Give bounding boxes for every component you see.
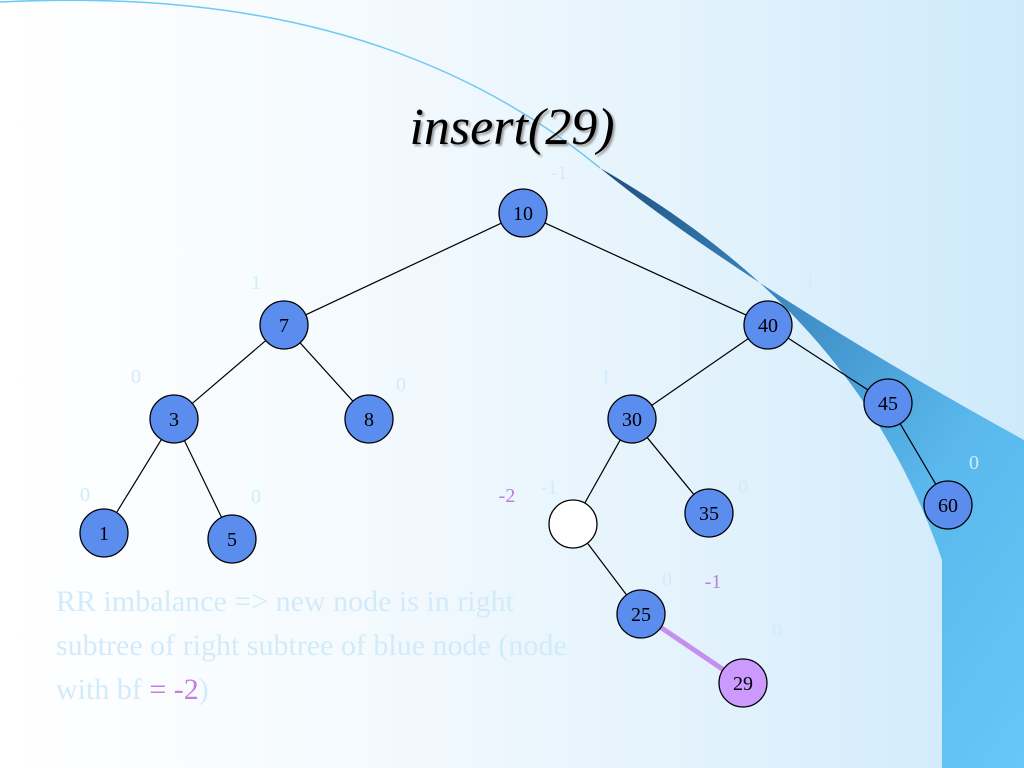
tree-edge bbox=[646, 437, 695, 495]
tree-edge bbox=[305, 222, 502, 316]
node-circle bbox=[718, 658, 768, 708]
node-label: 3 bbox=[169, 409, 179, 431]
node-label: 1 bbox=[99, 523, 109, 545]
balance-factor-label: 0 bbox=[80, 484, 90, 506]
node-label: 10 bbox=[513, 203, 533, 225]
balance-factor-label: 0 bbox=[772, 620, 782, 642]
tree-edge bbox=[183, 440, 223, 518]
tree-node: 5 bbox=[207, 514, 257, 564]
node-label: 7 bbox=[279, 315, 289, 337]
new-tree-node: 29 bbox=[718, 658, 768, 708]
tree-node: 8 bbox=[344, 394, 394, 444]
caption-end: ) bbox=[198, 673, 209, 706]
node-circle bbox=[79, 508, 129, 558]
node-circle bbox=[149, 394, 199, 444]
node-circle bbox=[607, 394, 657, 444]
node-circle bbox=[684, 488, 734, 538]
tree-edge bbox=[299, 342, 354, 402]
node-label: 35 bbox=[699, 503, 719, 525]
tree-node: 40 bbox=[743, 300, 793, 350]
decorative-swoosh bbox=[600, 168, 1024, 768]
node-circle bbox=[616, 589, 666, 639]
node-circle bbox=[207, 514, 257, 564]
node-circle bbox=[923, 480, 973, 530]
node-label: 60 bbox=[938, 495, 958, 517]
tree-node: 35 bbox=[684, 488, 734, 538]
node-circle bbox=[498, 188, 548, 238]
new-edge bbox=[659, 625, 725, 672]
balance-factor-label: -1 bbox=[541, 477, 558, 499]
balance-factor-label: 0 bbox=[251, 486, 261, 508]
tree-edge bbox=[544, 222, 747, 316]
tree-edge bbox=[787, 337, 869, 391]
balance-factor-label: 1 bbox=[805, 270, 815, 292]
tree-edge bbox=[584, 439, 621, 504]
balance-factor-label: 0 bbox=[662, 569, 672, 591]
tree-node: 7 bbox=[259, 300, 309, 350]
imbalanced-tree-node bbox=[548, 499, 598, 549]
tree-node: 1 bbox=[79, 508, 129, 558]
tree-node: 3 bbox=[149, 394, 199, 444]
balance-factor-label: 0 bbox=[396, 374, 406, 396]
tree-node: 10 bbox=[498, 188, 548, 238]
tree-edge bbox=[899, 423, 937, 485]
node-label: 8 bbox=[364, 409, 374, 431]
node-circle bbox=[863, 378, 913, 428]
node-label: 29 bbox=[733, 673, 753, 695]
node-circle bbox=[344, 394, 394, 444]
caption-text: RR imbalance => new node is in right sub… bbox=[56, 580, 596, 712]
tree-edge bbox=[116, 439, 162, 513]
tree-edge bbox=[191, 340, 267, 404]
node-label: 40 bbox=[758, 315, 778, 337]
balance-factor-label: 0 bbox=[969, 452, 979, 474]
node-label: 30 bbox=[622, 409, 642, 431]
node-circle bbox=[743, 300, 793, 350]
tree-node: 30 bbox=[607, 394, 657, 444]
node-circle bbox=[548, 499, 598, 549]
balance-factor-label: 1 bbox=[251, 272, 261, 294]
node-label: 5 bbox=[227, 529, 237, 551]
caption-main: RR imbalance => new node is in right sub… bbox=[56, 585, 567, 706]
balance-factor-label: 0 bbox=[131, 366, 141, 388]
balance-factor-label: -1 bbox=[551, 162, 568, 184]
tree-node: 60 bbox=[923, 480, 973, 530]
balance-factor-label: -1 bbox=[916, 358, 933, 380]
decorative-arc-line bbox=[0, 0, 601, 169]
updated-balance-factor-label: -2 bbox=[499, 485, 516, 507]
tree-edge bbox=[651, 338, 749, 406]
node-circle bbox=[259, 300, 309, 350]
node-label: 45 bbox=[878, 393, 898, 415]
tree-edge bbox=[586, 542, 628, 596]
balance-factor-label: 1 bbox=[601, 366, 611, 388]
tree-node: 25 bbox=[616, 589, 666, 639]
node-label: 25 bbox=[631, 604, 651, 626]
tree-node: 45 bbox=[863, 378, 913, 428]
slide-title: insert(29) bbox=[409, 99, 615, 156]
updated-balance-factor-label: -1 bbox=[705, 571, 722, 593]
balance-factor-label: 0 bbox=[738, 476, 748, 498]
caption-highlight: = -2 bbox=[149, 673, 199, 706]
